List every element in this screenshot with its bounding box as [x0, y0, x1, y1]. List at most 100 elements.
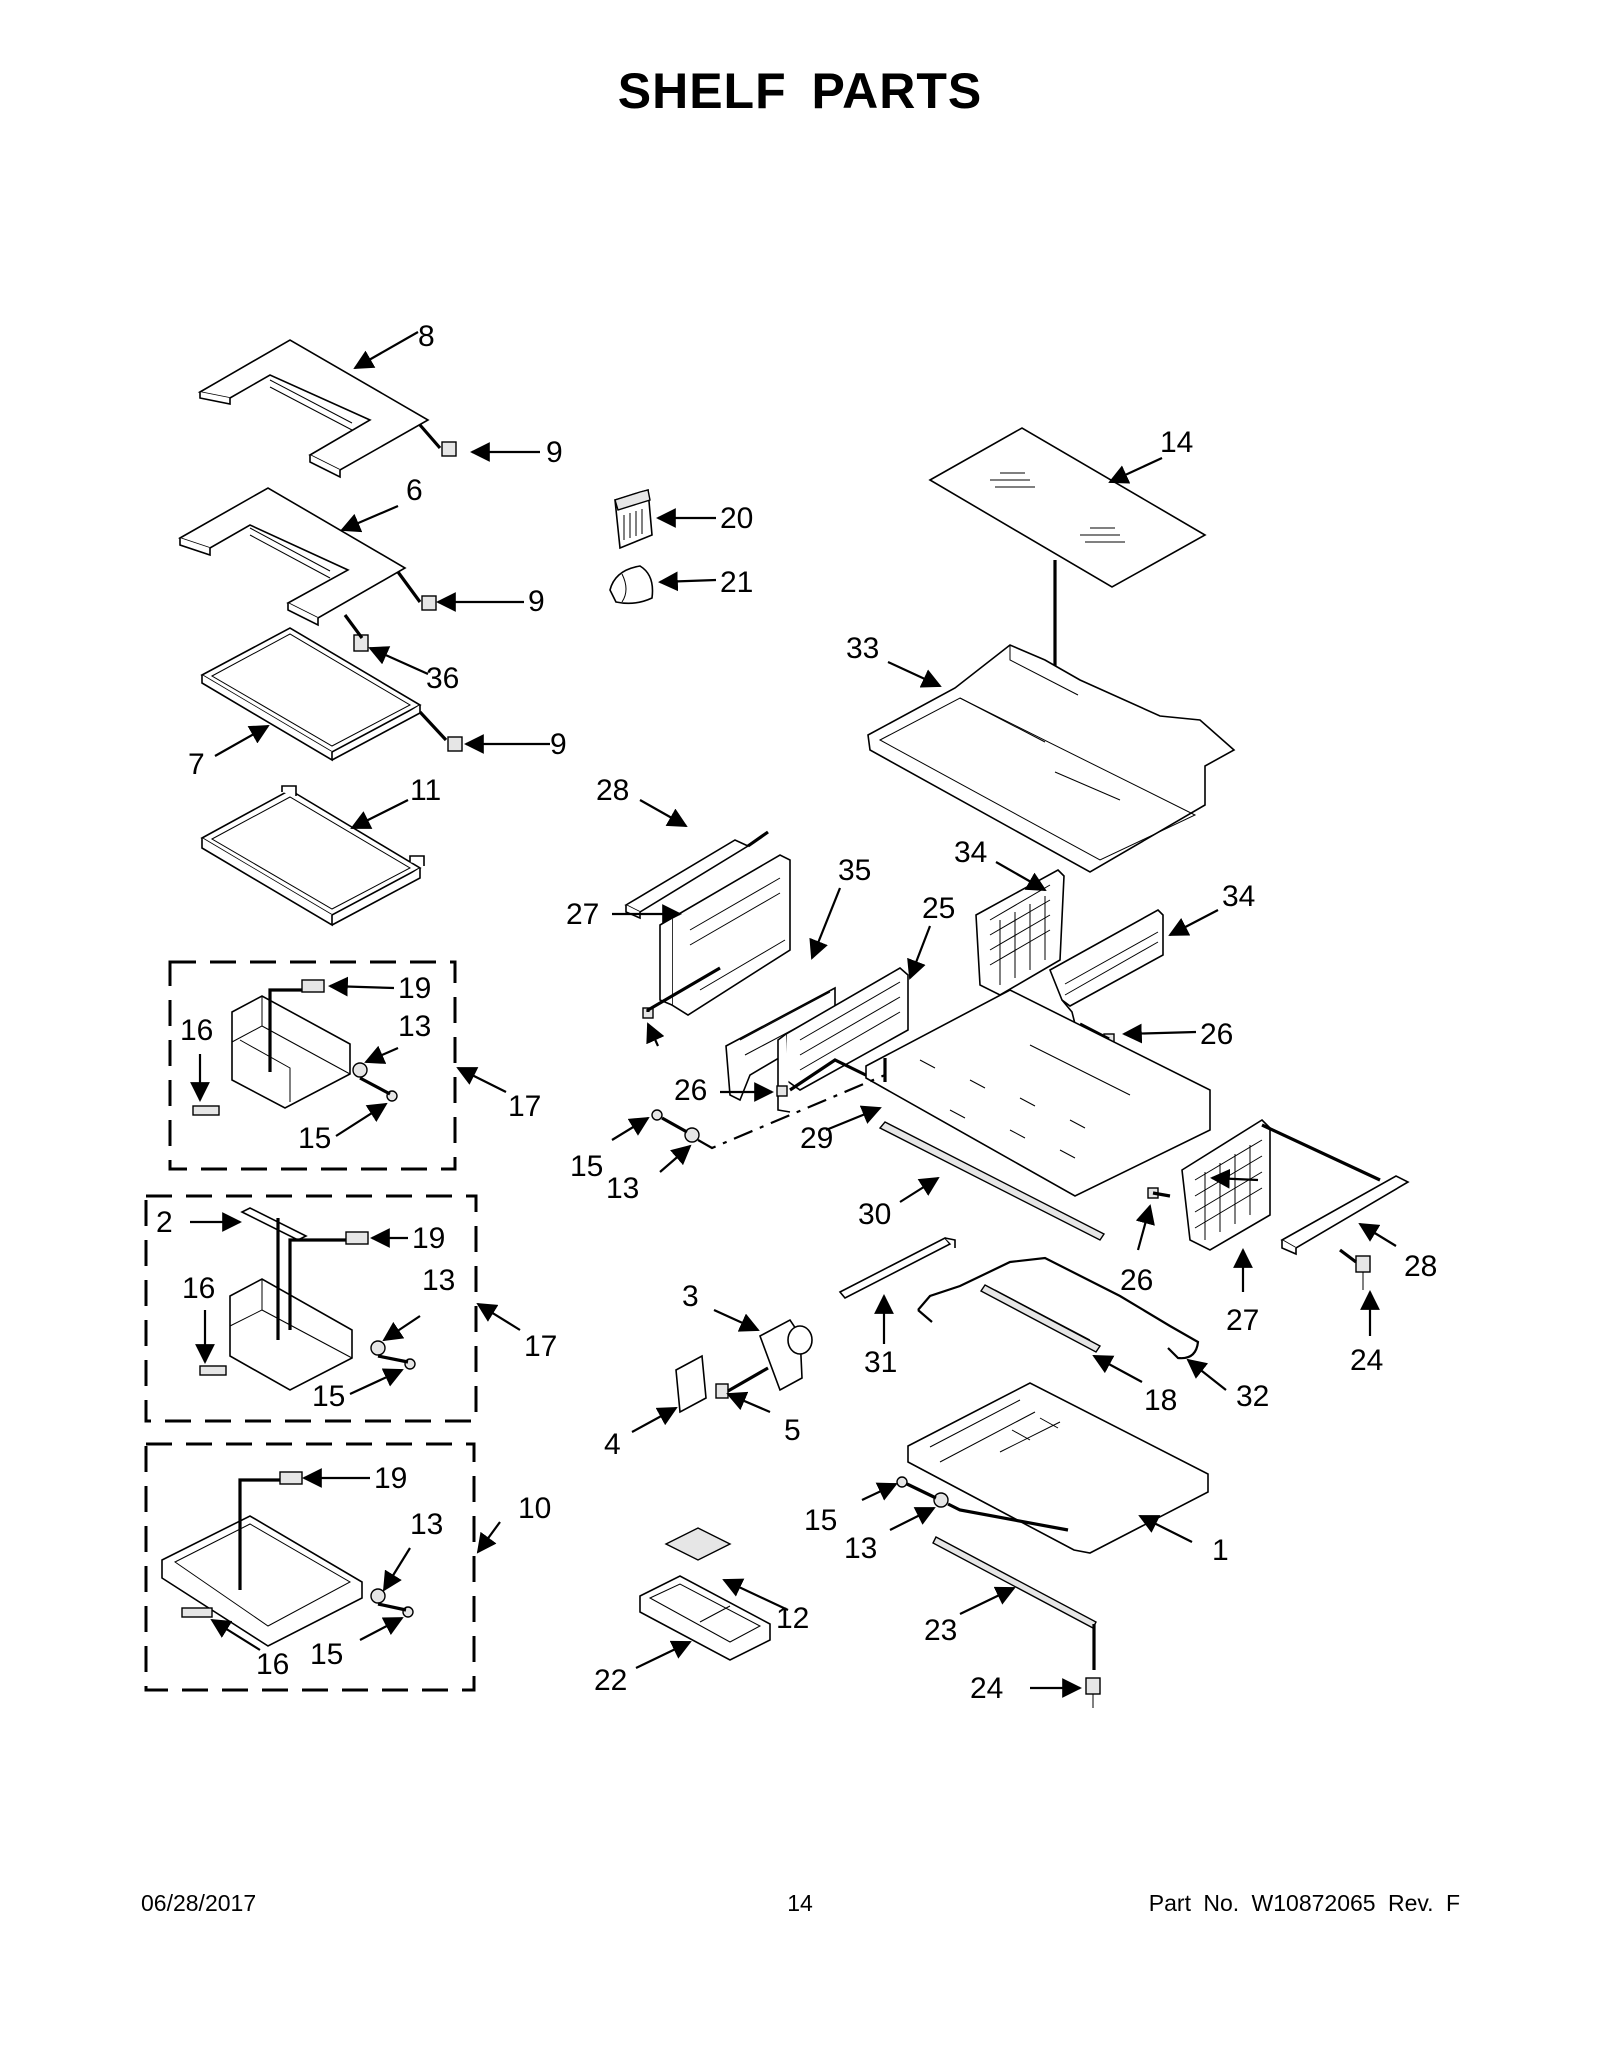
trim-strip-part-30	[878, 1121, 1106, 1241]
callout-20: 20	[720, 502, 753, 535]
callout-10: 10	[518, 1492, 551, 1525]
callout-34: 34	[954, 836, 987, 869]
callout-11: 11	[410, 774, 441, 807]
tray-part-22	[639, 1575, 771, 1661]
callout-22: 22	[594, 1664, 627, 1697]
roller-part-13	[352, 1062, 368, 1078]
shelf-frame-part-6	[178, 487, 407, 627]
callout-14: 14	[1160, 426, 1193, 459]
assembly-box-part-10	[144, 1442, 476, 1692]
leader-arrows	[190, 331, 1397, 1698]
callout-19: 19	[374, 1462, 407, 1495]
clip-part-26-a	[642, 1007, 654, 1019]
callout-15: 15	[310, 1638, 343, 1671]
screw-part-19-c	[279, 1471, 303, 1485]
knob-part-5	[715, 1383, 729, 1399]
callout-35: 35	[838, 854, 871, 887]
drawer-slide-part-16-c	[181, 1607, 213, 1618]
air-filter-part-20	[614, 488, 653, 550]
page-title: SHELF PARTS	[617, 63, 983, 119]
callout-29: 29	[800, 1122, 833, 1155]
label-part-12	[664, 1527, 732, 1561]
callout-18: 18	[1144, 1384, 1177, 1417]
callout-16: 16	[180, 1014, 213, 1047]
screw-part-24-lower	[1085, 1677, 1101, 1708]
roller-part-13-e	[933, 1492, 949, 1508]
bushing-part-15-d	[651, 1109, 663, 1121]
callout-16: 16	[256, 1648, 289, 1681]
footer-page-number: 14	[787, 1890, 813, 1916]
callout-4: 4	[604, 1428, 621, 1461]
callout-27: 27	[566, 898, 599, 931]
rail-part-28-right	[1280, 1175, 1410, 1256]
footer-part-number: Part No. W10872065 Rev. F	[1148, 1890, 1460, 1916]
callout-labels: 8 9 6 9 36 9 7 11 20 21 14 33 28 27 35 2…	[156, 320, 1437, 1705]
callout-32: 32	[1236, 1380, 1269, 1413]
callout-3: 3	[682, 1280, 699, 1313]
callout-17: 17	[508, 1090, 541, 1123]
cover-bracket-part-31	[838, 1236, 956, 1300]
bin-slide-part-16-b	[199, 1365, 227, 1376]
callout-2: 2	[156, 1206, 173, 1239]
panel-part-27-left	[659, 854, 791, 1016]
screw-part-24-right	[1355, 1255, 1371, 1290]
callout-34: 34	[1222, 880, 1255, 913]
callout-15: 15	[570, 1150, 603, 1183]
roller-part-13-b	[370, 1340, 386, 1356]
callout-1: 1	[1212, 1534, 1229, 1567]
trim-strip-part-23	[932, 1536, 1097, 1629]
glass-shelf-part-14	[928, 427, 1207, 588]
callout-26: 26	[1200, 1018, 1233, 1051]
divider-part-34-upper	[975, 869, 1065, 996]
callout-36: 36	[426, 662, 459, 695]
callout-9: 9	[546, 436, 563, 469]
damper-part-3	[759, 1318, 813, 1392]
callout-13: 13	[398, 1010, 431, 1043]
shelf-frame-part-33	[867, 644, 1236, 873]
callout-26: 26	[1120, 1264, 1153, 1297]
callout-9: 9	[528, 585, 545, 618]
assembly-box-part-17-upper	[168, 960, 457, 1171]
wire-harness-part-32	[917, 1256, 1200, 1360]
callout-15: 15	[312, 1380, 345, 1413]
callout-25: 25	[922, 892, 955, 925]
callout-26: 26	[674, 1074, 707, 1107]
screw-part-19-b	[345, 1231, 369, 1245]
callout-17: 17	[524, 1330, 557, 1363]
callout-6: 6	[406, 474, 423, 507]
cover-part-4	[675, 1354, 707, 1414]
callout-19: 19	[412, 1222, 445, 1255]
shelf-frame-part-8	[197, 339, 430, 479]
drawer-part-10	[161, 1515, 363, 1647]
roller-part-13-d	[684, 1127, 700, 1143]
callout-5: 5	[784, 1414, 801, 1447]
footer-date: 06/28/2017	[141, 1890, 257, 1916]
callout-28: 28	[1404, 1250, 1437, 1283]
bin-slide-part-16	[192, 1105, 220, 1116]
callout-19: 19	[398, 972, 431, 1005]
clip-part-26-b	[776, 1085, 788, 1097]
roller-part-13-c	[370, 1588, 386, 1604]
callout-7: 7	[188, 748, 205, 781]
assembly-box-part-17-lower	[144, 1194, 478, 1423]
shelf-base-part-29	[865, 989, 1211, 1197]
filter-cap-part-21	[609, 565, 654, 605]
bushing-part-15-e	[896, 1476, 908, 1488]
callout-33: 33	[846, 632, 879, 665]
callout-27: 27	[1226, 1304, 1259, 1337]
callout-13: 13	[606, 1172, 639, 1205]
callout-13: 13	[422, 1264, 455, 1297]
panel-part-27-right	[1181, 1118, 1271, 1251]
shelf-part-11	[200, 785, 425, 927]
divider-part-34-lower	[1048, 909, 1164, 1025]
callout-23: 23	[924, 1614, 957, 1647]
crisper-bin-upper	[231, 995, 351, 1109]
callout-13: 13	[844, 1532, 877, 1565]
callout-15: 15	[804, 1504, 837, 1537]
callout-13: 13	[410, 1508, 443, 1541]
callout-31: 31	[864, 1346, 897, 1379]
callout-15: 15	[298, 1122, 331, 1155]
callout-24: 24	[1350, 1344, 1383, 1377]
crisper-bin-lower	[229, 1207, 353, 1391]
